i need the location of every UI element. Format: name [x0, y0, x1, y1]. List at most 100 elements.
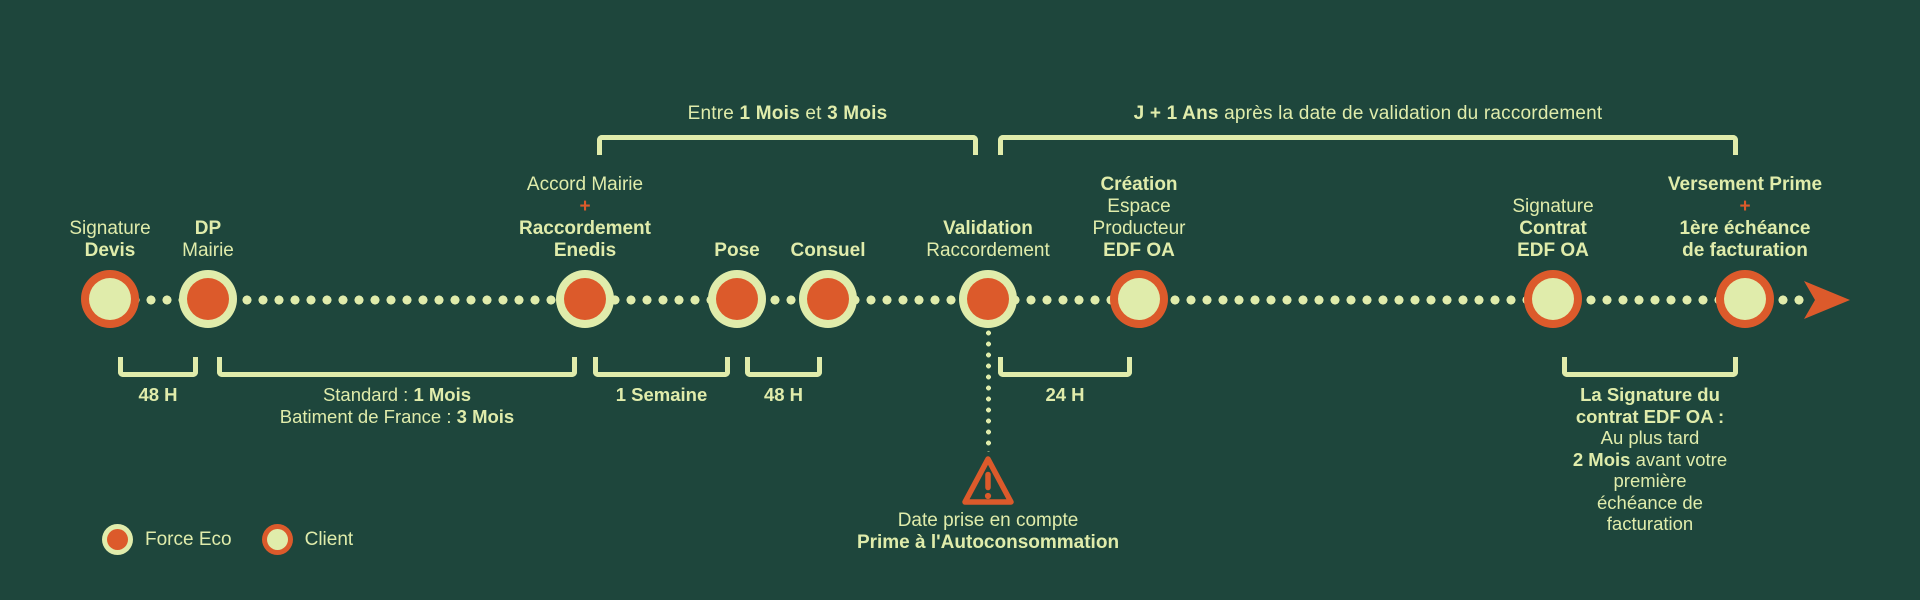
- text-part: 3 Mois: [456, 405, 515, 427]
- duration-bracket: [745, 357, 822, 377]
- top-bracket: [998, 135, 1738, 155]
- milestone-label-pose: Pose: [714, 240, 759, 262]
- text-part: Standard :: [322, 384, 414, 405]
- legend-label: Force Eco: [145, 528, 232, 550]
- top-bracket-label: J + 1 Ans après la date de validation du…: [1134, 103, 1603, 125]
- milestone-dot-inner: [187, 278, 229, 320]
- milestone-dot-validation-raccordement: [959, 270, 1017, 328]
- duration-bracket: [593, 357, 730, 377]
- text-part: Validation: [943, 218, 1033, 239]
- text-part: 2 Mois: [1572, 448, 1631, 470]
- text-part: échéance de: [1597, 491, 1703, 513]
- top-bracket: [597, 135, 978, 155]
- duration-bracket: [217, 357, 577, 377]
- legend-dot-icon: [261, 524, 293, 555]
- text-part: 48 H: [763, 384, 804, 405]
- text-part: avant votre: [1630, 448, 1728, 470]
- text-part: Raccordement: [519, 218, 651, 239]
- timeline-dotted-line: [95, 295, 1805, 305]
- text-part: Raccordement: [926, 240, 1050, 261]
- warning-triangle-icon: [962, 456, 1014, 505]
- legend: Force Eco Client: [102, 524, 353, 555]
- text-part: 3 Mois: [827, 103, 888, 124]
- text-part: 1ère échéance: [1679, 218, 1811, 239]
- duration-label: 1 Semaine: [616, 384, 708, 406]
- milestone-dot-consuel: [799, 270, 857, 328]
- legend-item-client: Client: [261, 524, 354, 555]
- text-part: Date prise en compte: [897, 510, 1079, 531]
- milestone-dot-inner: [967, 278, 1009, 320]
- milestone-dot-inner: [1724, 278, 1766, 320]
- text-part: Entre: [687, 103, 740, 124]
- text-part: +: [1739, 196, 1751, 217]
- duration-bracket: [1562, 357, 1738, 377]
- text-part: Batiment de France :: [279, 405, 457, 427]
- warning-connector-dotted-line: [985, 330, 991, 452]
- text-part: après la date de validation du raccordem…: [1218, 103, 1603, 124]
- milestone-dot-pose: [708, 270, 766, 328]
- legend-dot-icon: [102, 524, 133, 555]
- text-part: J + 1 Ans: [1133, 103, 1219, 124]
- text-part: EDF OA: [1517, 240, 1589, 261]
- milestone-dot-versement-prime: [1716, 270, 1774, 328]
- milestone-dot-inner: [716, 278, 758, 320]
- text-part: Accord Mairie: [526, 174, 644, 195]
- text-part: 1 Semaine: [615, 384, 708, 405]
- text-part: facturation: [1606, 513, 1694, 534]
- top-bracket-label: Entre 1 Mois et 3 Mois: [688, 103, 888, 125]
- duration-bracket: [118, 357, 198, 377]
- text-part: DP: [194, 218, 222, 239]
- text-part: Signature: [69, 218, 151, 239]
- text-part: Versement Prime: [1667, 174, 1823, 195]
- text-part: 1 Mois: [739, 103, 800, 124]
- text-part: Espace: [1107, 196, 1171, 217]
- legend-item-force-eco: Force Eco: [102, 524, 232, 555]
- text-part: contrat EDF OA :: [1575, 405, 1725, 427]
- duration-label: 48 H: [138, 384, 177, 406]
- legend-dot-inner: [107, 529, 128, 550]
- text-part: Contrat: [1519, 218, 1587, 239]
- text-part: La Signature du: [1580, 384, 1720, 405]
- milestone-dot-signature-contrat-edf-oa: [1524, 270, 1582, 328]
- text-part: 1 Mois: [413, 384, 472, 405]
- duration-label: 48 H: [764, 384, 803, 406]
- milestone-dot-creation-espace-producteur: [1110, 270, 1168, 328]
- text-part: Au plus tard: [1600, 427, 1700, 448]
- milestone-dot-signature-devis: [81, 270, 139, 328]
- legend-dot-inner: [266, 529, 288, 550]
- text-part: Signature: [1512, 196, 1594, 217]
- text-part: première: [1613, 470, 1687, 491]
- milestone-dot-inner: [564, 278, 606, 320]
- arrow-right-icon: [1804, 281, 1850, 319]
- text-part: Consuel: [790, 240, 866, 261]
- milestone-label-consuel: Consuel: [791, 240, 866, 262]
- text-part: Producteur: [1092, 218, 1186, 239]
- milestone-dot-raccordement-enedis: [556, 270, 614, 328]
- milestone-dot-inner: [807, 278, 849, 320]
- duration-label: 24 H: [1045, 384, 1084, 406]
- text-part: 24 H: [1045, 384, 1085, 405]
- text-part: Création: [1100, 174, 1178, 195]
- duration-bracket: [998, 357, 1132, 377]
- legend-label: Client: [304, 528, 354, 550]
- text-part: +: [579, 196, 591, 217]
- text-part: Devis: [84, 240, 136, 261]
- text-part: Enedis: [553, 240, 617, 261]
- text-part: Prime à l'Autoconsommation: [856, 532, 1120, 553]
- text-part: 48 H: [138, 384, 178, 405]
- text-part: et: [799, 103, 828, 124]
- milestone-dot-inner: [89, 278, 131, 320]
- text-part: de facturation: [1682, 240, 1808, 261]
- text-part: Mairie: [182, 240, 234, 261]
- milestone-dot-inner: [1118, 278, 1160, 320]
